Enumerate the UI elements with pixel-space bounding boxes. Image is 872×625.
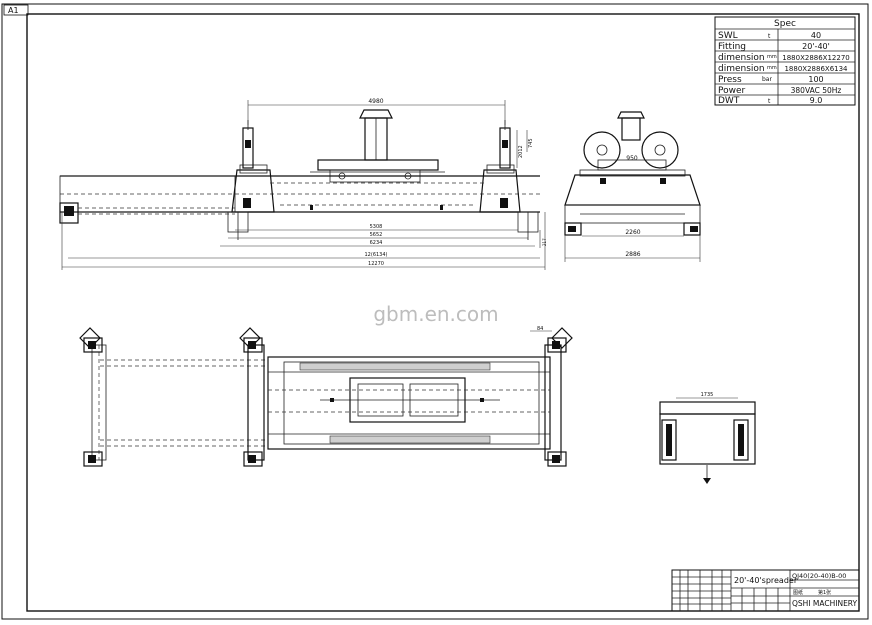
spec-table: Spec SWL t 40 Fitting 20'-40' dimension … (714, 16, 856, 106)
spec-row-name: Power (718, 86, 746, 96)
dim-bottom: 5652 (370, 232, 383, 238)
dim-bottom: 12(6134) (365, 252, 388, 258)
front-elevation-view: 4980 2012 745 (59, 98, 547, 270)
scale-label: 图纸 (793, 589, 803, 596)
dim-bottom: 12270 (368, 261, 384, 267)
dim-inner: 950 (626, 155, 638, 162)
sheet-size-label: A1 (8, 6, 19, 15)
outer-border (1, 3, 869, 620)
plan-view: 84 (79, 326, 573, 467)
spec-row-unit: mm (767, 65, 777, 71)
spec-row-value: 100 (808, 75, 823, 84)
spec-row-unit: t (768, 33, 771, 40)
dim-top: 4980 (368, 98, 383, 105)
title-block: 20'-40'spreader QJ40(20-40)B-00 图纸 第1张 Q… (671, 569, 860, 612)
company-name: QSHI MACHINERY (792, 599, 858, 608)
spec-row-name: dimension (718, 64, 765, 74)
dim-side-view: 2260 (625, 229, 640, 236)
spec-row-name: dimension (718, 53, 765, 63)
inner-border (26, 13, 860, 612)
spec-title: Spec (774, 19, 796, 29)
drawing-number: QJ40(20-40)B-00 (792, 572, 846, 580)
spec-row-name: Fitting (718, 42, 746, 52)
dim-side-view: 2886 (625, 251, 640, 258)
dim-end-top: 1735 (701, 392, 714, 398)
dim-small: 217 (542, 238, 547, 246)
spec-row-value: 1880X2886X6134 (784, 65, 848, 73)
dim-bottom: 6234 (370, 240, 383, 246)
spec-row-name: Press (718, 75, 742, 85)
sheet-label: 第1张 (818, 589, 831, 596)
dim-bottom: 5308 (370, 224, 383, 230)
spec-row-value: 380VAC 50Hz (791, 86, 842, 95)
watermark: gbm.en.com (373, 302, 498, 326)
dim-side: 745 (528, 138, 534, 148)
end-view: 1735 (659, 392, 756, 484)
dim-corner: 84 (537, 326, 543, 332)
spec-row-unit: bar (762, 76, 772, 83)
spec-row-value: 1880X2886X12270 (782, 54, 850, 62)
spec-row-value: 40 (811, 31, 821, 40)
spec-row-name: DWT (718, 96, 740, 106)
spec-row-name: SWL (718, 31, 738, 41)
spec-row-unit: t (768, 98, 771, 105)
dim-side: 2012 (518, 145, 524, 158)
spec-row-value: 9.0 (810, 96, 823, 105)
spec-row-unit: mm (767, 54, 777, 60)
drawing-title: 20'-40'spreader (734, 576, 798, 585)
spec-row-value: 20'-40' (802, 42, 830, 51)
side-elevation-view: 950 2260 2886 (564, 111, 701, 262)
sheet-size-tag: A1 (3, 4, 29, 16)
